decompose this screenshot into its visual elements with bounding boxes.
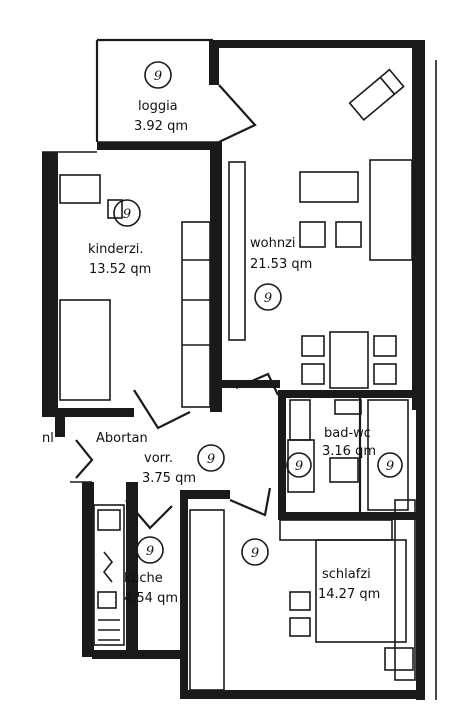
abort-label: Abortan — [96, 431, 148, 446]
bad-area: 3.16 qm — [322, 444, 376, 459]
schlaf-left-mark — [241, 538, 269, 566]
schlaf-left-mark-text: 9 — [251, 546, 259, 561]
kinder-mark — [113, 199, 141, 227]
loggia-mark-text: 9 — [154, 69, 162, 84]
kueche-label: küche — [124, 571, 163, 586]
loggia-mark — [144, 61, 172, 89]
vorr-area: 3.75 qm — [142, 471, 196, 486]
furniture — [59, 68, 416, 691]
room-labels: loggia 3.92 qm kinderzi. 13.52 qm wohnzi… — [42, 99, 380, 606]
kinder-mark-text: 9 — [123, 207, 131, 222]
wohn-mark — [254, 283, 282, 311]
wohn-area: 21.53 qm — [250, 257, 312, 272]
kueche-mark — [136, 536, 164, 564]
doors — [75, 372, 279, 530]
kinder-area: 13.52 qm — [89, 262, 151, 277]
bad-label: bad-wc — [324, 426, 371, 441]
wohn-label: wohnzi — [250, 236, 296, 251]
vorr-mark-text: 9 — [207, 452, 215, 467]
side-label: nl — [42, 431, 54, 446]
kinder-label: kinderzi. — [88, 242, 144, 257]
loggia-label: loggia — [138, 99, 178, 114]
room-marks: 9 9 9 9 9 9 9 9 — [113, 61, 403, 566]
bad-left-mark — [286, 452, 312, 478]
outer-walls — [42, 38, 437, 700]
loggia-area: 3.92 qm — [134, 119, 188, 134]
schlaf-area: 14.27 qm — [318, 587, 380, 602]
kueche-area: 4.54 qm — [124, 591, 178, 606]
vorr-mark — [197, 444, 225, 472]
wohn-mark-text: 9 — [264, 291, 272, 306]
bad-mark — [377, 452, 403, 478]
bad-left-mark-text: 9 — [295, 459, 303, 474]
schlaf-label: schlafzi — [322, 567, 371, 582]
bad-mark-text: 9 — [386, 459, 394, 474]
vorr-label: vorr. — [144, 451, 173, 466]
kueche-mark-text: 9 — [146, 544, 154, 559]
